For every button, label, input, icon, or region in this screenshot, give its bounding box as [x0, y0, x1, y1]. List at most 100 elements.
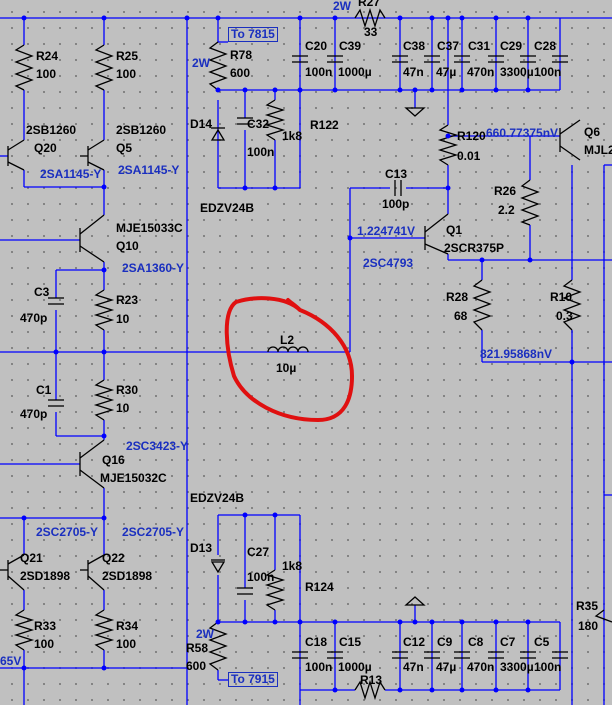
c12-value: 47n — [403, 660, 424, 674]
l2-label: L2 — [280, 333, 295, 347]
r26-label: R26 — [494, 184, 517, 198]
c32-label: C32 — [247, 117, 270, 131]
c18-label: C18 — [305, 635, 328, 649]
r25-value: 100 — [116, 67, 137, 81]
c12-label: C12 — [403, 635, 426, 649]
q1-net: 2SC4793 — [363, 256, 414, 270]
q20-net: 2SA1145-Y — [40, 167, 102, 181]
c32-value: 100n — [247, 145, 275, 159]
to-7915-flag: To 7915 — [228, 672, 278, 687]
r58-power: 2W — [196, 627, 214, 641]
q6-label: Q6 — [584, 125, 601, 139]
c8-label: C8 — [468, 635, 484, 649]
r10-value: 0.3 — [556, 309, 573, 323]
r27-label: R27 — [358, 0, 381, 9]
q21-label: Q21 — [20, 551, 43, 565]
c3-value: 470p — [20, 311, 48, 325]
q1-label: Q1 — [446, 223, 463, 237]
q21-part: 2SD1898 — [20, 569, 71, 583]
node-voltage-660: 660.77375nV — [486, 126, 559, 140]
c29-value: 3300µ — [500, 65, 534, 79]
c3-label: C3 — [34, 285, 50, 299]
c28-label: C28 — [534, 39, 557, 53]
c20-label: C20 — [305, 39, 328, 53]
c37-label: C37 — [437, 39, 460, 53]
rail-65v: 65V — [0, 654, 22, 668]
r24-value: 100 — [36, 67, 57, 81]
q5-part: 2SB1260 — [116, 123, 167, 137]
c13-label: C13 — [385, 167, 408, 181]
c38-label: C38 — [403, 39, 426, 53]
r33-value: 100 — [34, 637, 55, 651]
q5-net: 2SA1145-Y — [118, 163, 180, 177]
r120-value: 0.01 — [457, 149, 481, 163]
q22-part: 2SD1898 — [102, 569, 153, 583]
r13-label: R13 — [360, 673, 383, 687]
r28-label: R28 — [446, 290, 469, 304]
r78-value: 600 — [230, 66, 251, 80]
r10-label: R10 — [550, 290, 573, 304]
q20-label: Q20 — [34, 141, 57, 155]
q20-part: 2SB1260 — [26, 123, 77, 137]
r122-value: 1k8 — [282, 129, 303, 143]
c27-value: 100n — [247, 570, 275, 584]
c31-label: C31 — [468, 39, 491, 53]
c15-label: C15 — [339, 635, 362, 649]
c39-label: C39 — [339, 39, 362, 53]
r124-value: 1k8 — [282, 559, 303, 573]
q16-net: 2SC3423-Y — [126, 439, 189, 453]
annotation-circle — [224, 296, 355, 423]
c31-value: 470n — [467, 65, 495, 79]
q1-part: 2SCR375P — [444, 241, 505, 255]
r28-value: 68 — [454, 309, 468, 323]
c1-label: C1 — [36, 383, 52, 397]
q16-label: Q16 — [102, 453, 125, 467]
r58-value: 600 — [186, 659, 207, 673]
q21-net: 2SC2705-Y — [36, 525, 99, 539]
edzv-bottom: EDZV24B — [190, 491, 245, 505]
r27-power: 2W — [333, 0, 351, 13]
c28-value: 100n — [534, 65, 562, 79]
q22-label: Q22 — [102, 551, 125, 565]
d14-label: D14 — [190, 117, 213, 131]
q5-label: Q5 — [116, 141, 133, 155]
r124-label: R124 — [305, 580, 334, 594]
c13-value: 100p — [382, 197, 410, 211]
r30-value: 10 — [116, 401, 130, 415]
to-7815-flag: To 7815 — [228, 27, 278, 42]
q22-net: 2SC2705-Y — [122, 525, 185, 539]
r122-label: R122 — [310, 118, 339, 132]
c7-value: 3300µ — [500, 660, 534, 674]
r25-label: R25 — [116, 49, 139, 63]
q10-net: 2SA1360-Y — [122, 261, 185, 275]
q10-label: Q10 — [116, 239, 139, 253]
c7-label: C7 — [500, 635, 516, 649]
c27-label: C27 — [247, 545, 270, 559]
node-voltage-1224: 1.224741V — [357, 224, 416, 238]
q16-part: MJE15032C — [100, 471, 167, 485]
c38-value: 47n — [403, 65, 424, 79]
c37-value: 47µ — [436, 65, 457, 79]
l2-value: 10µ — [276, 361, 297, 375]
c15-value: 1000µ — [338, 660, 372, 674]
r34-value: 100 — [116, 637, 137, 651]
c9-label: C9 — [437, 635, 453, 649]
r30-label: R30 — [116, 383, 139, 397]
r78-label: R78 — [230, 48, 253, 62]
c39-value: 1000µ — [338, 65, 372, 79]
r24-label: R24 — [36, 49, 59, 63]
c9-value: 47µ — [436, 660, 457, 674]
r33-label: R33 — [34, 619, 57, 633]
r26-value: 2.2 — [498, 203, 515, 217]
c5-value: 100n — [534, 660, 562, 674]
r58-label: R58 — [186, 641, 209, 655]
r35-value: 180 — [578, 619, 599, 633]
c18-value: 100n — [305, 660, 333, 674]
c1-value: 470p — [20, 407, 48, 421]
r23-label: R23 — [116, 293, 139, 307]
q10-part: MJE15033C — [116, 221, 183, 235]
r35-label: R35 — [576, 599, 599, 613]
c8-value: 470n — [467, 660, 495, 674]
